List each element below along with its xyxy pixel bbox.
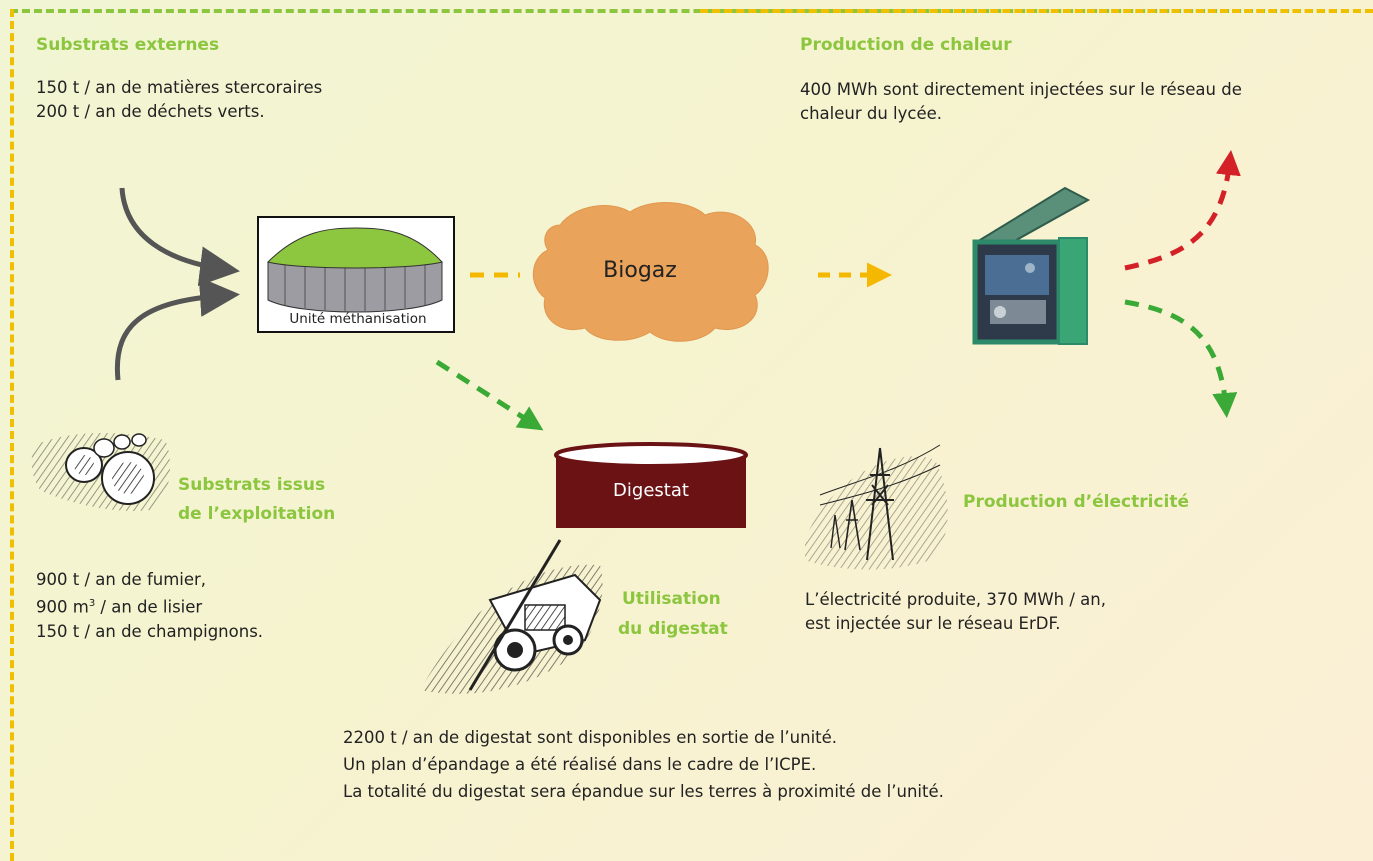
substrats-exploitation-title-line: Substrats issus bbox=[178, 475, 326, 495]
utilisation-digestat-title-line: du digestat bbox=[618, 619, 728, 639]
arrow-heat-output bbox=[1124, 150, 1241, 271]
frame-top-border bbox=[10, 9, 1373, 13]
production-electricite-line: L’électricité produite, 370 MWh / an, bbox=[805, 590, 1106, 609]
cubic-sup: 3 bbox=[88, 598, 96, 609]
methanisation-unit-icon bbox=[257, 216, 455, 333]
utilisation-digestat-text: 2200 t / an de digestat sont disponibles… bbox=[343, 724, 944, 805]
generator-icon bbox=[972, 186, 1091, 345]
substrats-externes-line: 150 t / an de matières stercoraires bbox=[36, 78, 323, 97]
digestat-tank-icon bbox=[554, 442, 748, 528]
digestat-label: Digestat bbox=[613, 480, 689, 501]
substrats-exploitation-title: Substrats issus de l’exploitation bbox=[178, 474, 335, 525]
substrats-exploitation-line: 900 m3 / an de lisier bbox=[36, 592, 263, 620]
substrats-externes-text: 150 t / an de matières stercoraires 200 … bbox=[36, 76, 322, 124]
hay-bales-icon bbox=[31, 433, 170, 511]
production-electricite-text: L’électricité produite, 370 MWh / an, es… bbox=[805, 588, 1106, 636]
production-chaleur-line: chaleur du lycée. bbox=[800, 104, 943, 123]
lisier-unit: / an de lisier bbox=[95, 597, 203, 617]
substrats-exploitation-text: 900 t / an de fumier, 900 m3 / an de lis… bbox=[36, 568, 263, 644]
production-chaleur-title: Production de chaleur bbox=[800, 35, 1012, 55]
utilisation-digestat-line: Un plan d’épandage a été réalisé dans le… bbox=[343, 755, 817, 774]
substrats-exploitation-line: 900 t / an de fumier, bbox=[36, 570, 207, 589]
frame-left-border bbox=[10, 9, 14, 861]
substrats-externes-line: 200 t / an de déchets verts. bbox=[36, 102, 265, 121]
arrow-unit-to-digestat bbox=[435, 359, 544, 431]
tractor-spreader-icon bbox=[420, 539, 603, 694]
unite-methanisation-label: Unité méthanisation bbox=[289, 311, 427, 327]
utilisation-digestat-title-line: Utilisation bbox=[622, 589, 721, 609]
biogaz-label: Biogaz bbox=[603, 258, 677, 283]
frame-top-right-border bbox=[700, 9, 1373, 13]
substrats-exploitation-line: 150 t / an de champignons. bbox=[36, 621, 264, 641]
production-electricite-line: est injectée sur le réseau ErDF. bbox=[805, 614, 1061, 633]
arrow-farm-substrates bbox=[114, 276, 240, 381]
production-chaleur-text: 400 MWh sont directement injectées sur l… bbox=[800, 78, 1242, 126]
biogaz-cloud-icon bbox=[532, 202, 769, 342]
utilisation-digestat-line: 2200 t / an de digestat sont disponibles… bbox=[343, 728, 838, 747]
production-chaleur-line: 400 MWh sont directement injectées sur l… bbox=[800, 80, 1242, 99]
utilisation-digestat-title: Utilisation du digestat bbox=[618, 588, 734, 640]
substrats-exploitation-title-line: de l’exploitation bbox=[178, 504, 336, 524]
substrats-externes-title: Substrats externes bbox=[36, 35, 220, 55]
arrow-electricity-output bbox=[1124, 299, 1238, 418]
lisier-qty: 900 m bbox=[36, 597, 89, 617]
production-electricite-title: Production d’électricité bbox=[963, 492, 1190, 512]
arrow-external-substrates bbox=[119, 187, 240, 287]
power-lines-icon bbox=[805, 444, 948, 570]
utilisation-digestat-line: La totalité du digestat sera épandue sur… bbox=[343, 782, 944, 801]
